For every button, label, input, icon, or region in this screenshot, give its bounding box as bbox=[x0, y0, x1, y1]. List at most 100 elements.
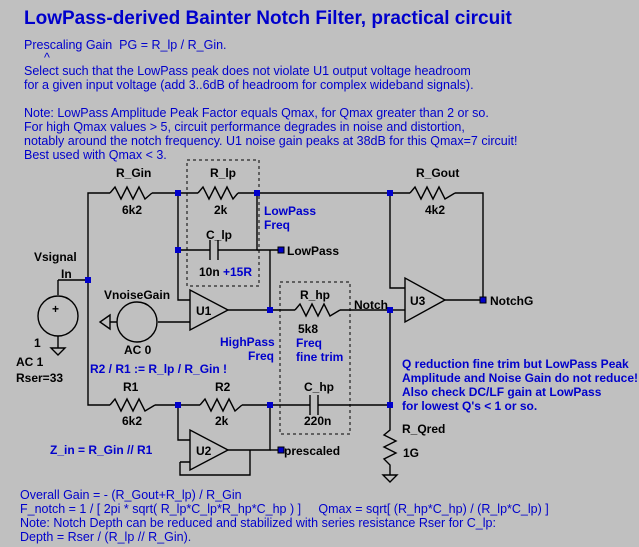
value-c-lp: 10n bbox=[199, 265, 220, 279]
lowpass-freq-label-1: LowPass bbox=[264, 204, 317, 218]
qred-note-4: for lowest Q's < 1 or so. bbox=[402, 399, 538, 413]
label-r1: R1 bbox=[123, 380, 139, 394]
qred-note-3: Also check DC/LF gain at LowPass bbox=[402, 385, 602, 399]
label-r-lp: R_lp bbox=[210, 166, 237, 180]
qred-note-2: Amplitude and Noise Gain do not reduce! bbox=[402, 371, 639, 385]
label-r-gin: R_Gin bbox=[116, 166, 152, 180]
rhp-trim-label-2: fine trim bbox=[296, 350, 344, 364]
resistor-r-qred[interactable] bbox=[382, 405, 398, 475]
value-r-gout: 4k2 bbox=[425, 203, 446, 217]
label-u1: U1 bbox=[196, 304, 212, 318]
label-r2: R2 bbox=[215, 380, 231, 394]
label-r-qred: R_Qred bbox=[402, 422, 446, 436]
junction-lowpass bbox=[267, 307, 273, 313]
junction-r2 bbox=[267, 402, 273, 408]
note-prescale-1: Prescaling Gain PG = R_lp / R_Gin. bbox=[24, 38, 227, 52]
wire-u2-in bbox=[177, 405, 190, 441]
note-peak-2: For high Qmax values > 5, circuit perfor… bbox=[24, 120, 465, 134]
resistor-r-gout[interactable] bbox=[409, 185, 456, 201]
value-vsignal-ac: AC 1 bbox=[16, 355, 44, 369]
lowpass-freq-label-2: Freq bbox=[264, 218, 291, 232]
equation-notch-depth-note: Note: Notch Depth can be reduced and sta… bbox=[20, 516, 496, 530]
vsignal-ref: 1 bbox=[34, 336, 41, 350]
note-prescale-caret: ^ bbox=[44, 51, 50, 65]
source-vsignal[interactable] bbox=[37, 295, 79, 337]
rhp-trim-label-1: Freq bbox=[296, 336, 323, 350]
junction-clp bbox=[175, 247, 181, 253]
value-r-hp: 5k8 bbox=[298, 322, 319, 336]
page-title: LowPass-derived Bainter Notch Filter, pr… bbox=[24, 8, 512, 29]
value-c-lp-extra: +15R bbox=[223, 265, 253, 279]
resistor-r1[interactable] bbox=[109, 397, 156, 413]
equation-gain: Overall Gain = - (R_Gout+R_lp) / R_Gin bbox=[20, 488, 242, 502]
wire-top-rail bbox=[87, 192, 110, 280]
ratio-note: R2 / R1 := R_lp / R_Gin ! bbox=[90, 362, 228, 376]
net-notch: Notch bbox=[354, 298, 388, 312]
label-r-gout: R_Gout bbox=[416, 166, 460, 180]
wire-u2-out bbox=[228, 405, 271, 451]
wire-u2-fb bbox=[179, 450, 251, 476]
resistor-r2[interactable] bbox=[199, 397, 243, 413]
pin-prescaled bbox=[277, 446, 285, 454]
opamp-u3[interactable] bbox=[404, 276, 447, 324]
net-notchg: NotchG bbox=[490, 294, 534, 308]
rqred-ground bbox=[381, 474, 399, 483]
value-r1: 6k2 bbox=[122, 414, 143, 428]
opamp-u1[interactable] bbox=[189, 288, 230, 332]
highpass-freq-label-1: HighPass bbox=[220, 335, 275, 349]
resistor-r-hp[interactable] bbox=[294, 302, 341, 318]
lowpass-freq-box bbox=[186, 159, 260, 287]
wire-rgout-out bbox=[455, 192, 484, 300]
resistor-r-lp[interactable] bbox=[197, 185, 239, 201]
junction-chp bbox=[387, 402, 393, 408]
wire-u1-out bbox=[228, 250, 271, 311]
value-r2: 2k bbox=[215, 414, 229, 428]
qred-note-1: Q reduction fine trim but LowPass Peak bbox=[402, 357, 629, 371]
source-vnoise-gain[interactable] bbox=[116, 301, 158, 343]
wire-u1-inv bbox=[177, 250, 190, 301]
wire-vsignal bbox=[57, 279, 110, 406]
capacitor-c-lp[interactable] bbox=[209, 240, 219, 260]
note-prescale-2: Select such that the LowPass peak does n… bbox=[24, 64, 471, 78]
wire-u3-inv bbox=[389, 193, 405, 289]
junction-notch bbox=[387, 307, 393, 313]
label-vsignal: Vsignal bbox=[34, 250, 77, 264]
net-lowpass: LowPass bbox=[287, 244, 340, 258]
net-prescaled: prescaled bbox=[284, 444, 341, 458]
equation-depth: Depth = Rser / (R_lp // R_Gin). bbox=[20, 530, 192, 544]
capacitor-c-hp[interactable] bbox=[309, 395, 319, 415]
note-peak-3: notably around the notch frequency. U1 n… bbox=[24, 134, 518, 148]
highpass-freq-box bbox=[279, 281, 351, 435]
note-peak-1: Note: LowPass Amplitude Peak Factor equa… bbox=[24, 106, 489, 120]
value-r-qred: 1G bbox=[403, 446, 420, 460]
vnoise-ground-arrow bbox=[98, 313, 111, 331]
junction-rgin bbox=[175, 190, 181, 196]
equation-fnotch-qmax: F_notch = 1 / [ 2pi * sqrt( R_lp*C_lp*R_… bbox=[20, 502, 549, 516]
value-r-lp: 2k bbox=[214, 203, 228, 217]
label-c-lp: C_lp bbox=[206, 228, 233, 242]
pin-notchg bbox=[479, 296, 487, 304]
label-vnoise: VnoiseGain bbox=[104, 288, 171, 302]
vsignal-ground-arrow bbox=[49, 347, 67, 356]
zin-note: Z_in = R_Gin // R1 bbox=[50, 443, 153, 457]
value-vnoise-ac: AC 0 bbox=[124, 343, 152, 357]
note-prescale-3: for a given input voltage (add 3..6dB of… bbox=[24, 78, 474, 92]
highpass-freq-label-2: Freq bbox=[248, 349, 275, 363]
junction-r1 bbox=[175, 402, 181, 408]
junction-in bbox=[85, 277, 91, 283]
label-u2: U2 bbox=[196, 444, 212, 458]
value-vsignal-rser: Rser=33 bbox=[16, 371, 64, 385]
label-u3: U3 bbox=[410, 294, 426, 308]
value-r-gin: 6k2 bbox=[122, 203, 143, 217]
junction-top-right bbox=[387, 190, 393, 196]
label-c-hp: C_hp bbox=[304, 380, 334, 394]
junction-rlp bbox=[254, 190, 260, 196]
wire-notch-node bbox=[340, 309, 391, 405]
net-in: In bbox=[61, 267, 72, 281]
pin-lowpass bbox=[277, 246, 285, 254]
opamp-u2[interactable] bbox=[189, 428, 230, 472]
value-c-hp: 220n bbox=[304, 414, 332, 428]
resistor-r-gin[interactable] bbox=[109, 185, 153, 201]
